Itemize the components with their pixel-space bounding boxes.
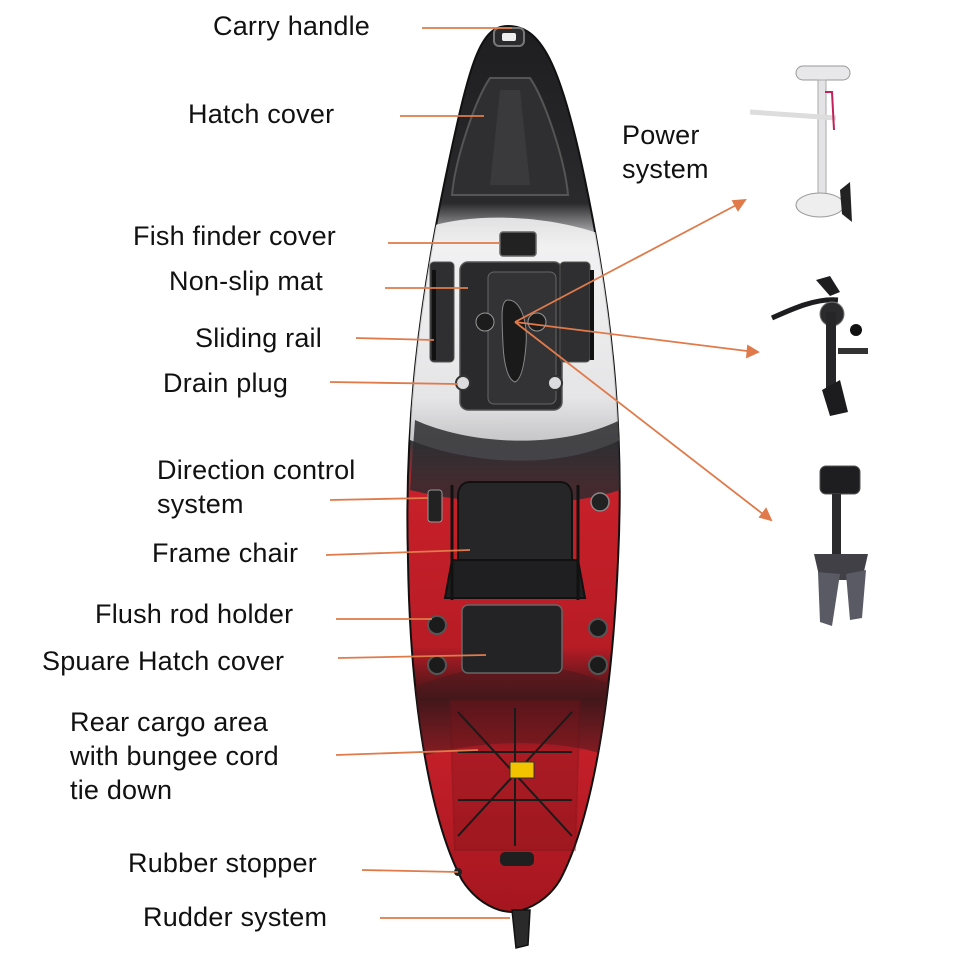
label-carry-handle: Carry handle [213,11,370,41]
label-line: system [157,489,244,519]
label-power-system: Power system [622,118,709,186]
label-line: system [622,154,709,184]
drain-plug-part [455,375,471,391]
leader-lines [325,27,512,919]
fin-drive-icon [814,465,868,626]
label-flush-rod-holder: Flush rod holder [95,599,294,629]
label-square-hatch-cover: Spuare Hatch cover [42,646,285,676]
label-line: Rear cargo area [70,707,269,737]
label-line: Power [622,120,700,150]
label-line: with bungee cord [70,741,279,771]
label-rubber-stopper: Rubber stopper [128,848,317,878]
label-hatch-cover: Hatch cover [188,99,335,129]
label-frame-chair: Frame chair [152,538,299,568]
label-sliding-rail: Sliding rail [195,323,322,353]
label-rear-cargo: Rear cargo area with bungee cord tie dow… [70,705,279,807]
frame-chair-part [457,481,573,566]
rudder-part [511,909,531,949]
label-rudder-system: Rudder system [143,902,328,932]
label-line: Direction control [157,455,356,485]
fish-finder-part [499,231,537,257]
label-non-slip-mat: Non-slip mat [169,266,323,296]
label-drain-plug: Drain plug [163,368,289,398]
power-leaders [514,198,773,522]
label-line: tie down [70,775,173,805]
electric-motor-icon [749,65,852,222]
pedal-drive-icon [770,276,868,416]
direction-control-part [427,489,443,523]
square-hatch-part [461,604,563,674]
label-fish-finder-cover: Fish finder cover [133,221,336,251]
rod-holder-part [427,615,447,635]
label-direction-control: Direction control system [157,453,355,521]
